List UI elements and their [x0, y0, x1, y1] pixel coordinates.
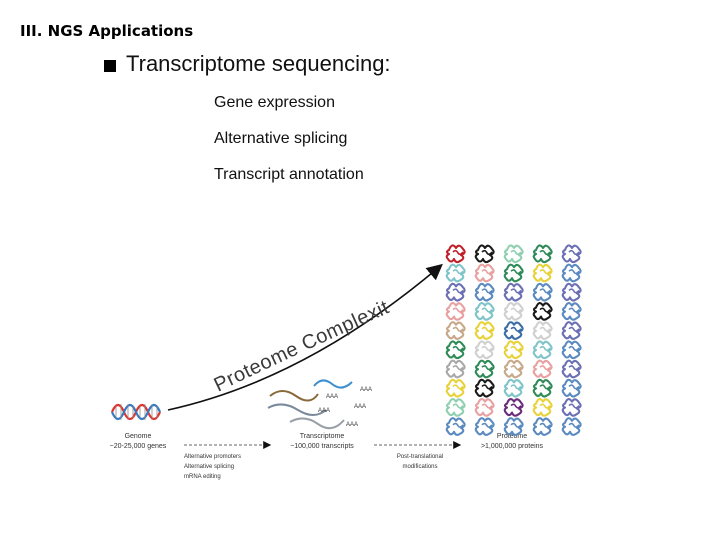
protein-blob-icon — [532, 302, 553, 321]
main-heading: Transcriptome sequencing: — [126, 51, 391, 76]
protein-blob-icon — [503, 417, 524, 436]
complexity-arrow — [167, 263, 443, 411]
protein-blob-icon — [532, 282, 553, 302]
proteome-complexity-label-path: Proteome Complexity — [0, 0, 392, 397]
protein-blob-icon — [561, 359, 582, 379]
protein-blob-icon — [532, 244, 553, 264]
step1-line-3: mRNA editing — [184, 474, 221, 480]
polya-tail-3: AAA — [318, 408, 330, 414]
protein-blob-icon — [561, 244, 582, 264]
protein-blob-icon — [474, 321, 495, 340]
proteome-count: >1,000,000 proteins — [481, 443, 544, 450]
protein-blob-icon — [503, 263, 524, 283]
protein-blob-icon — [474, 398, 495, 417]
protein-blob-icon — [503, 302, 524, 321]
protein-blob-icon — [474, 417, 495, 436]
protein-blob-icon — [445, 282, 466, 302]
protein-blob-icon — [561, 378, 582, 398]
protein-blob-icon — [445, 340, 466, 360]
transcripts-icon — [267, 379, 353, 430]
polya-tail-1: AAA — [360, 387, 372, 393]
protein-blob-icon — [532, 398, 553, 417]
step2-line-2: modifications — [402, 464, 437, 470]
protein-blob-icon — [445, 302, 466, 321]
transcript-line-3 — [267, 403, 327, 416]
protein-blob-icon — [561, 417, 582, 436]
dna-base-pairs — [115, 404, 158, 420]
protein-blob-icon — [561, 340, 582, 360]
protein-blob-icon — [532, 417, 553, 436]
protein-blob-icon — [474, 302, 495, 321]
transcriptome-title: Transcriptome — [300, 433, 345, 440]
section-title: III. NGS Applications — [20, 22, 194, 40]
protein-blob-icon — [474, 359, 495, 379]
protein-blob-icon — [474, 378, 495, 398]
polya-tail-4: AAA — [354, 404, 366, 410]
protein-blob-icon — [445, 244, 466, 264]
protein-blob-icon — [561, 398, 582, 417]
protein-grid — [445, 244, 582, 436]
protein-blob-icon — [503, 244, 524, 264]
dna-helix-icon — [110, 403, 162, 421]
protein-blob-icon — [532, 378, 553, 398]
sub-item-transcript-annotation: Transcript annotation — [214, 166, 364, 183]
protein-blob-icon — [532, 359, 553, 379]
protein-blob-icon — [561, 263, 582, 283]
sub-item-list: Gene expression Alternative splicing Tra… — [214, 94, 364, 202]
protein-blob-icon — [445, 398, 466, 417]
genome-title: Genome — [125, 433, 152, 440]
transcriptome-count: ~100,000 transcripts — [290, 443, 354, 450]
dna-strand-blue — [110, 403, 162, 421]
step1-line-1: Alternative promoters — [184, 454, 241, 460]
polya-tail-5: AAA — [346, 422, 358, 428]
protein-blob-icon — [503, 359, 524, 379]
protein-blob-icon — [445, 321, 466, 340]
sub-item-alternative-splicing: Alternative splicing — [214, 130, 348, 147]
protein-blob-icon — [532, 340, 553, 360]
transcript-line-4 — [289, 417, 345, 430]
proteome-complexity-label: Proteome Complexity — [0, 0, 393, 397]
protein-blob-icon — [532, 263, 553, 283]
protein-blob-icon — [474, 282, 495, 302]
polya-tail-2: AAA — [326, 394, 338, 400]
protein-blob-icon — [561, 321, 582, 340]
protein-blob-icon — [445, 378, 466, 398]
transcript-line-2 — [269, 390, 319, 402]
transcript-line-1 — [313, 379, 353, 389]
protein-blob-icon — [445, 263, 466, 283]
protein-blob-icon — [503, 282, 524, 302]
protein-blob-icon — [503, 321, 524, 340]
sub-item-gene-expression: Gene expression — [214, 94, 335, 111]
protein-blob-icon — [474, 263, 495, 283]
protein-blob-icon — [561, 282, 582, 302]
protein-blob-icon — [474, 340, 495, 360]
protein-blob-icon — [503, 378, 524, 398]
genome-count: ~20-25,000 genes — [110, 443, 167, 450]
protein-blob-icon — [474, 244, 495, 264]
protein-blob-icon — [445, 417, 466, 436]
protein-blob-icon — [445, 359, 466, 379]
protein-blob-icon — [503, 398, 524, 417]
proteome-title: Proteome — [497, 433, 527, 440]
protein-blob-icon — [503, 340, 524, 360]
protein-blob-icon — [561, 302, 582, 321]
step2-line-1: Post-translational — [397, 454, 443, 460]
step1-line-2: Alternative splicing — [184, 464, 234, 470]
bullet-square-icon — [104, 60, 116, 72]
protein-blob-icon — [532, 321, 553, 340]
